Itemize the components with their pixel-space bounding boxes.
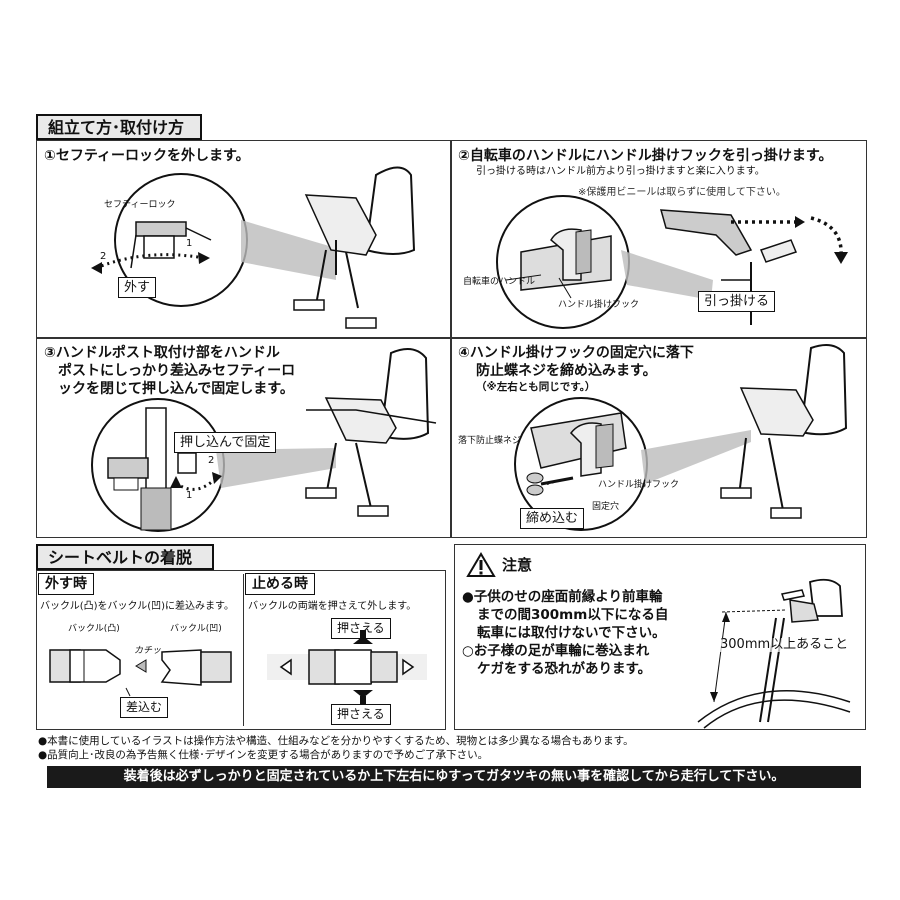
zoom-beam: [641, 430, 751, 484]
label-tighten: 締め込む: [520, 508, 584, 529]
label-butterfly-screw: 落下防止蝶ネジ: [458, 436, 521, 447]
caution-line-2: までの間300mm以下になる自: [477, 606, 668, 625]
label-num-2: 2: [100, 251, 106, 262]
caution-title: 注意: [502, 556, 532, 575]
warning-icon: [466, 552, 496, 578]
step-2-illustration: [451, 140, 867, 338]
caution-line-3: 転車には取付けないで下さい。: [477, 624, 666, 643]
label-num-1: 1: [186, 490, 192, 501]
label-num-1: 1: [186, 238, 192, 249]
section-belt-title: シートベルトの着脱: [36, 544, 214, 570]
caution-line-5: ケガをする恐れがあります。: [477, 660, 651, 679]
label-handle-hook: ハンドル掛けフック: [598, 480, 679, 491]
label-safety-lock: セフティーロック: [104, 200, 175, 211]
caution-line-1: ●子供のせの座面前縁より前車輪: [462, 588, 663, 607]
step-1-illustration: [36, 140, 451, 338]
section-assembly-title: 組立て方･取付け方: [36, 114, 202, 140]
label-fix-hole: 固定穴: [592, 502, 619, 513]
label-push-fix: 押し込んで固定: [174, 432, 276, 453]
footnote-1: ●本書に使用しているイラストは操作方法や構造、仕組みなどを分かりやすくするため、…: [38, 734, 634, 748]
belt-fasten-illustration: [243, 570, 448, 730]
label-remove: 外す: [118, 277, 156, 298]
label-insert: 差込む: [120, 697, 168, 718]
caution-line-4: ○お子様の足が車輪に巻込まれ: [462, 642, 649, 661]
label-hook-action: 引っ掛ける: [698, 291, 775, 312]
label-bike-handle: 自転車のハンドル: [463, 277, 535, 288]
footnote-2: ●品質向上･改良の為予告無く仕様･デザインを変更する場合がありますので予めご了承…: [38, 748, 488, 762]
zoom-beam: [216, 448, 336, 488]
warning-banner: 装着後は必ずしっかりと固定されているか上下左右にゆすってガタツキの無い事を確認し…: [47, 766, 861, 788]
label-num-2: 2: [208, 455, 214, 466]
label-handle-hook: ハンドル掛けフック: [558, 300, 639, 311]
caution-dim-label: 300mm以上あること: [720, 638, 848, 652]
